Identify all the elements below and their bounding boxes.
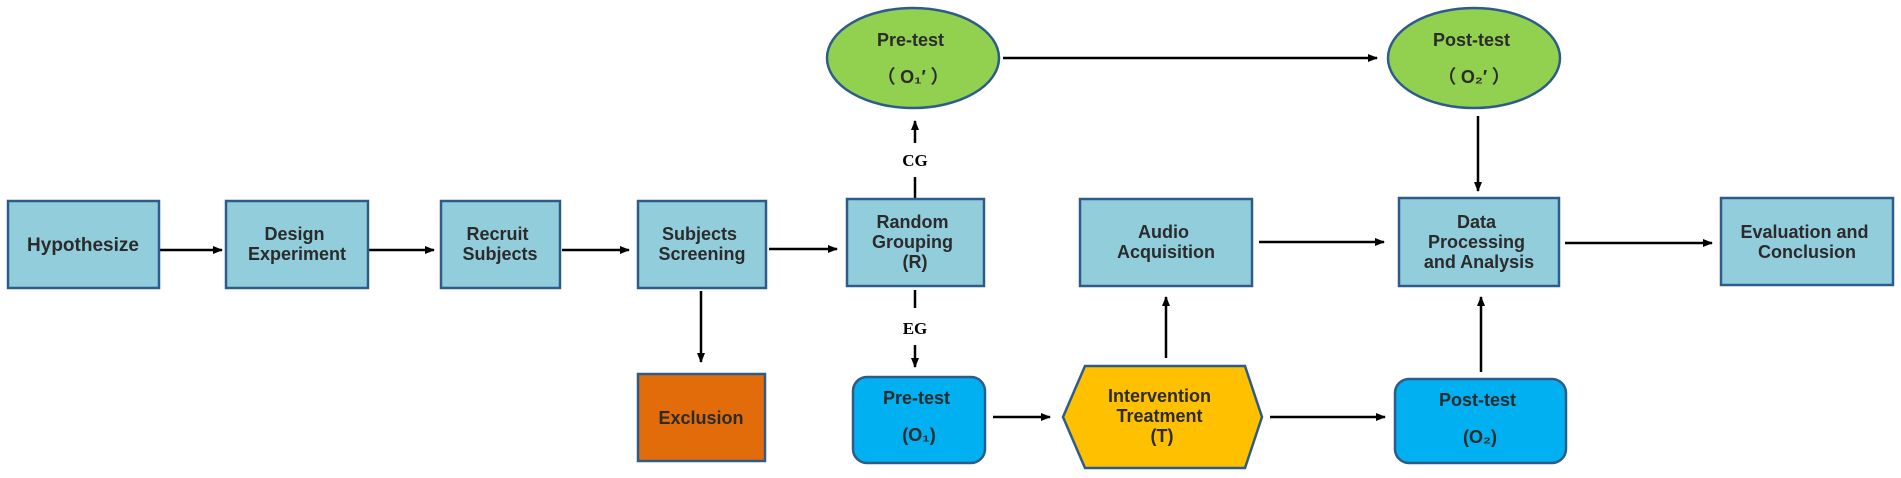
pretest-cg-label: Pre-test （ O₁′ ） [877,30,949,87]
node-labels: Hypothesize Design Experiment Recruit Su… [27,30,1873,447]
rounded-nodes [851,375,1568,465]
posttest-cg-ellipse [1386,6,1562,110]
screening-box [636,199,768,290]
posttest-cg-label: Post-test （ O₂′ ） [1433,30,1515,87]
cg-label: CG [902,151,928,170]
pretest-cg-ellipse [825,6,1001,110]
design-label: Design Experiment [248,224,346,264]
random-label: Random Grouping (R) [872,212,958,272]
hypothesize-box [6,199,161,290]
posttest-eg-label: Post-test (O₂) [1439,390,1521,447]
random-box [845,197,986,288]
pretest-eg-box [851,375,987,465]
recruit-box [439,199,562,290]
edges [160,54,1713,421]
exclusion-label: Exclusion [658,408,743,428]
data-label: Data Processing and Analysis [1424,212,1534,272]
intervention-hexagon [1061,364,1264,470]
eg-label: EG [903,319,928,338]
audio-label: Audio Acquisition [1117,222,1215,262]
screening-label: Subjects Screening [658,224,745,264]
posttest-eg-box [1393,377,1568,465]
design-box [224,199,370,290]
intervention-label: Intervention Treatment (T) [1108,386,1216,446]
ellipse-nodes [825,6,1562,110]
audio-box [1078,197,1254,288]
evaluation-box [1719,196,1895,287]
hypothesize-label: Hypothesize [27,235,139,256]
evaluation-label: Evaluation and Conclusion [1740,222,1873,262]
exclusion-box [636,372,767,463]
process-nodes [6,196,1895,463]
data-box [1397,196,1561,288]
pretest-eg-label: Pre-test (O₁) [883,388,955,445]
recruit-label: Recruit Subjects [462,224,537,264]
